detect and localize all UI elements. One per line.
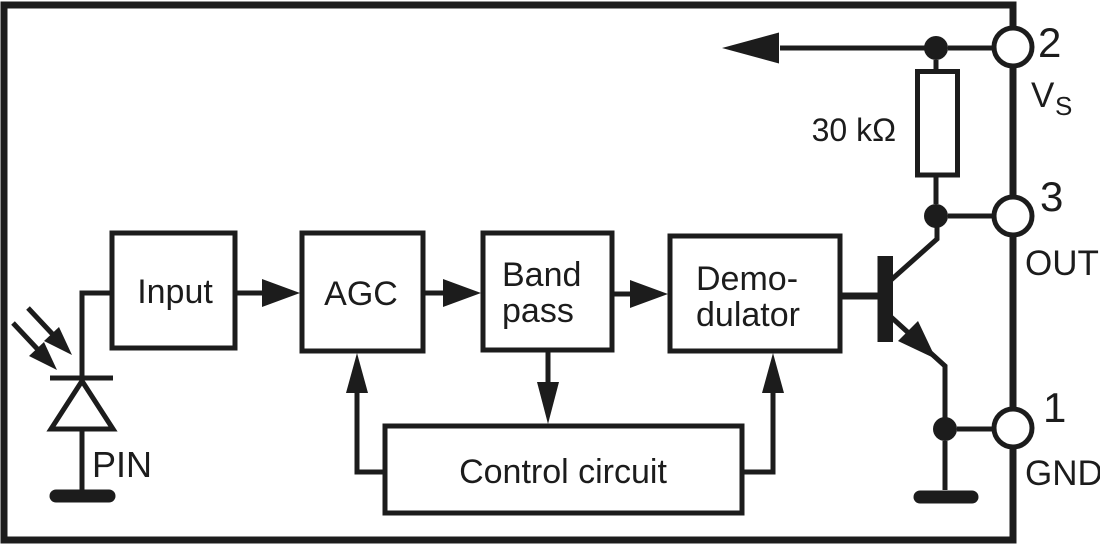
control-to-agc-arrowhead — [346, 353, 368, 393]
supply-arrowhead — [722, 32, 779, 64]
junction-dot-vs — [924, 36, 948, 60]
npn-transistor — [840, 206, 948, 418]
demodulator-label-line2: dulator — [696, 296, 800, 334]
pin-2-name: V — [1031, 76, 1055, 115]
demodulator-block — [667, 233, 843, 354]
arrow-bandpass-to-demod-head — [630, 280, 668, 308]
control-to-demod-wire — [742, 391, 776, 475]
pin-3-name: OUT — [1025, 244, 1099, 283]
pin-2-name-subscript: S — [1055, 91, 1072, 121]
photodiode-label: PIN — [92, 444, 152, 485]
junction-dot-out — [924, 204, 948, 228]
photodiode-triangle — [46, 376, 118, 432]
agc-block-label: AGC — [324, 275, 398, 313]
agc-block — [299, 230, 426, 354]
signal-flow-arrows — [235, 279, 668, 308]
pin-2-terminal-circle — [991, 25, 1035, 69]
pin-terminals — [991, 25, 1035, 450]
transistor-emitter-arrowhead — [898, 321, 936, 359]
bandpass-label-line2: pass — [502, 292, 574, 330]
junction-dot-gnd — [933, 417, 957, 441]
supply-rail — [722, 32, 993, 228]
ground-net — [913, 417, 994, 504]
resistor-value-label: 30 kΩ — [812, 112, 896, 148]
resistor-30k-body — [915, 69, 960, 178]
control-circuit-label: Control circuit — [459, 453, 667, 491]
pin-1-name: GND — [1025, 454, 1100, 493]
pin-2-number: 2 — [1038, 19, 1061, 66]
light-rays-icon — [11, 306, 72, 370]
photodiode-wire — [79, 290, 112, 376]
control-feedback-wires — [346, 350, 784, 475]
pin-1-number: 1 — [1043, 384, 1066, 431]
light-ray-arrowhead-1 — [44, 327, 72, 355]
input-block — [109, 230, 238, 351]
pin-labels: 2 V S 3 OUT 1 GND — [1025, 19, 1100, 493]
control-to-demod-arrowhead — [762, 353, 784, 393]
control-to-agc-wire — [354, 391, 385, 475]
input-block-label: Input — [137, 273, 213, 311]
bandpass-to-control-arrowhead — [537, 382, 559, 424]
arrow-agc-to-bandpass-head — [443, 279, 481, 307]
transistor-base-bar — [877, 256, 893, 342]
pin-3-number: 3 — [1040, 173, 1063, 220]
arrow-input-to-agc-head — [262, 279, 300, 307]
pin-photodiode — [46, 290, 118, 503]
pin-1-terminal-circle — [991, 406, 1035, 450]
control-circuit-block — [382, 423, 745, 516]
demodulator-label-line1: Demo- — [696, 260, 798, 298]
pin-3-terminal-circle — [991, 194, 1035, 238]
bandpass-label-line1: Band — [502, 256, 581, 294]
light-ray-arrowhead-2 — [29, 342, 57, 370]
